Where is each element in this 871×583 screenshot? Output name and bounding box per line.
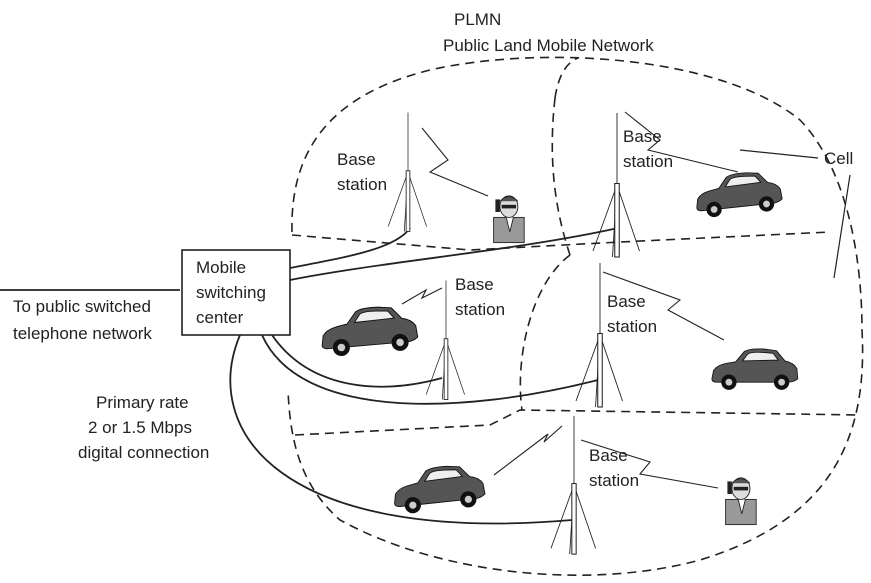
base-station-4-label-line1: Base: [607, 292, 646, 311]
pstn-label-line2: telephone network: [13, 324, 152, 343]
plmn-title: PLMN: [454, 10, 501, 29]
msc-label-line1: Mobile: [196, 258, 246, 277]
base-station-4-label-line2: station: [607, 317, 657, 336]
cell-pointer-line: [739, 149, 819, 159]
car-icon: [318, 303, 420, 359]
car-icon: [711, 348, 799, 391]
trunk-connections: [229, 227, 619, 525]
radio-link-6: [580, 439, 719, 489]
cell-pointer-line: [833, 174, 851, 279]
base-station-1-label-line1: Base: [337, 150, 376, 169]
base-station-tower-1: [387, 112, 428, 232]
radio-link-2: [624, 111, 739, 173]
base-station-tower-3: [425, 280, 466, 400]
base-station-2-label-line1: Base: [623, 127, 662, 146]
radio-link-5: [493, 425, 563, 476]
cell-boundaries: [287, 56, 864, 576]
person-with-phone-icon: [725, 477, 757, 526]
antenna-tower-icon: [425, 280, 466, 400]
antenna-tower-icon: [387, 112, 428, 232]
radio-link-1: [421, 127, 489, 197]
base-station-5-label-line2: station: [589, 471, 639, 490]
pstn-label-line1: To public switched: [13, 297, 151, 316]
base-station-5-label-line1: Base: [589, 446, 628, 465]
primary-rate-label-line2: 2 or 1.5 Mbps: [88, 418, 192, 437]
person-with-phone-icon: [493, 195, 525, 244]
msc-label-line2: switching: [196, 283, 266, 302]
base-station-2-label-line2: station: [623, 152, 673, 171]
mobile-switching-center-box: [181, 249, 291, 336]
base-station-1-label-line2: station: [337, 175, 387, 194]
base-station-3-label-line1: Base: [455, 275, 494, 294]
primary-rate-label-line1: Primary rate: [96, 393, 189, 412]
car-icon: [693, 168, 784, 220]
radio-link-4: [602, 271, 725, 341]
cell-label: Cell: [824, 149, 853, 168]
base-station-3-label-line2: station: [455, 300, 505, 319]
plmn-subtitle: Public Land Mobile Network: [443, 36, 654, 55]
primary-rate-label-line3: digital connection: [78, 443, 209, 462]
radio-link-3: [401, 287, 443, 305]
car-icon: [390, 462, 487, 516]
msc-label-line3: center: [196, 308, 244, 327]
